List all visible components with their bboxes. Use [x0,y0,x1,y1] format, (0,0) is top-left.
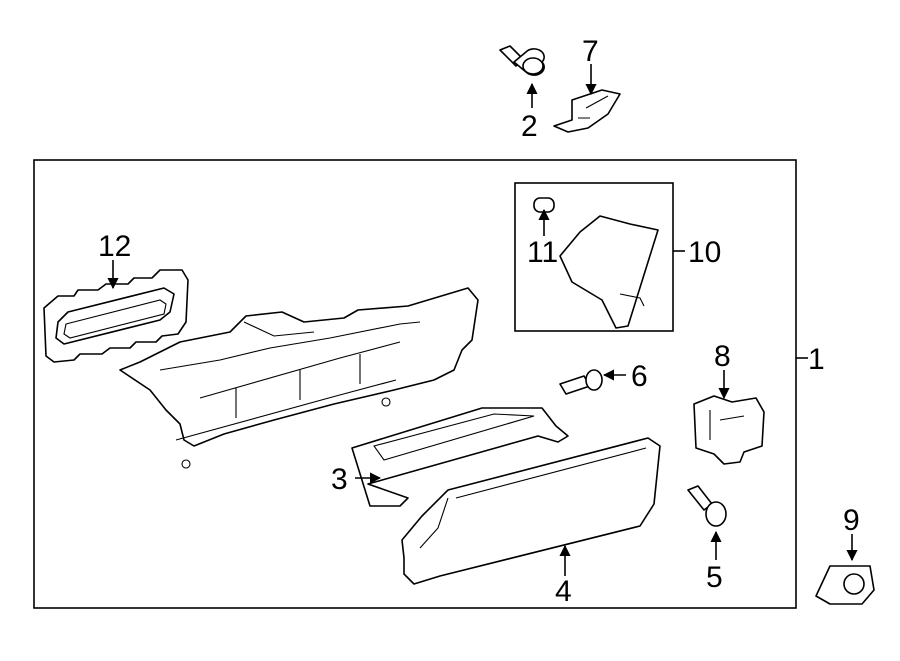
callout-4: 4 [555,575,572,608]
callout-3: 3 [331,463,348,496]
callout-labels: 1 2 3 4 5 6 7 8 9 10 11 12 [98,35,860,608]
lock-subassembly-frame [514,182,674,332]
part-4-door [401,437,661,585]
glove-box-housing [119,287,479,469]
callout-6: 6 [631,360,648,393]
callout-12: 12 [98,230,131,263]
callout-1: 1 [808,343,825,376]
part-11-bulb [533,197,555,213]
part-5-bolt [687,485,727,527]
callout-5: 5 [706,561,723,594]
callout-7: 7 [582,35,599,68]
part-9-bracket [815,565,875,605]
callout-10: 10 [688,236,721,269]
part-7-clip [553,89,621,133]
assembly-frame [33,159,797,609]
part-12-trim-plate [43,269,189,363]
callout-2: 2 [521,110,538,143]
part-8-latch [693,395,765,465]
callout-9: 9 [843,504,860,537]
part-10-lock [559,215,659,329]
leader-lines [107,64,858,576]
callout-11: 11 [527,236,558,269]
part-3-frame [351,407,569,507]
part-2-bolt [499,45,545,76]
callout-8: 8 [714,340,731,373]
part-6-screw [559,369,603,395]
